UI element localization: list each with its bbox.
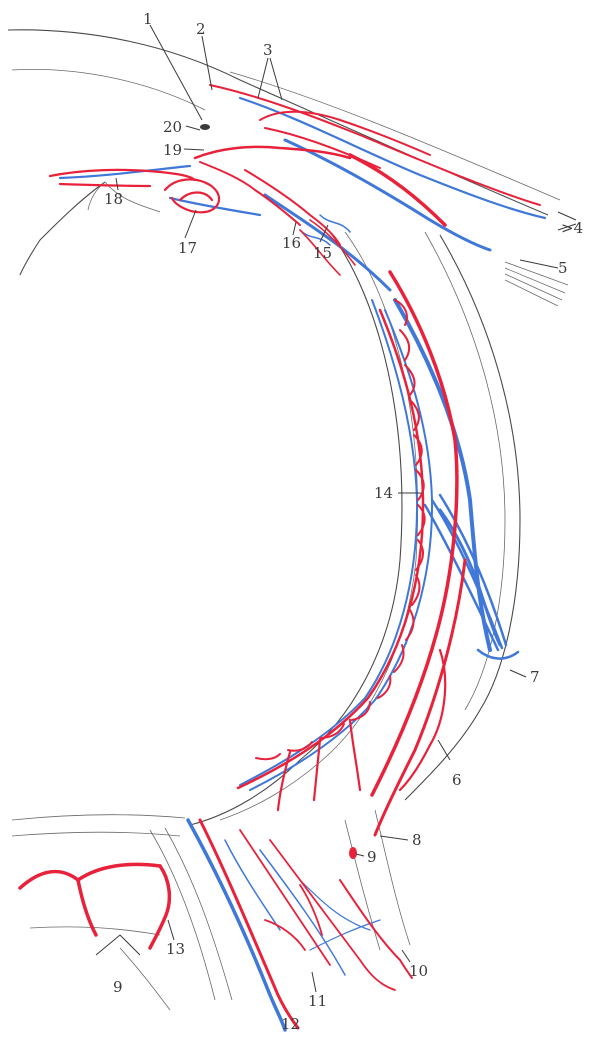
label-6: 6 xyxy=(452,771,462,789)
leader-20 xyxy=(186,126,200,130)
artery-orbital-left xyxy=(20,864,160,935)
lens-outline xyxy=(20,182,105,275)
artery-retinal-branches xyxy=(278,720,360,810)
label-18: 18 xyxy=(104,190,123,208)
leader-9a xyxy=(356,854,364,856)
vein-central-retinal xyxy=(188,820,285,1030)
label-9-upper: 9 xyxy=(367,848,377,866)
label-10: 10 xyxy=(409,962,428,980)
leader-19 xyxy=(184,149,204,150)
leader-11 xyxy=(312,972,316,992)
label-1: 1 xyxy=(143,10,153,28)
leader-13 xyxy=(168,920,174,940)
label-2: 2 xyxy=(196,20,206,38)
orbital-outline xyxy=(12,815,185,836)
label-3: 3 xyxy=(263,41,273,59)
artery-nerve-sheath xyxy=(340,880,412,978)
vein-retinal xyxy=(240,300,417,785)
leader-18 xyxy=(116,178,118,190)
leader-5 xyxy=(520,260,558,268)
artery-choriocapillaris-chain xyxy=(256,300,425,759)
vein-iris xyxy=(60,166,260,215)
cornea-outer-outline xyxy=(8,30,548,215)
vessel-cross-section-marker xyxy=(349,847,357,859)
artery-major-arterial-circle xyxy=(195,147,350,158)
retina-mid-outline xyxy=(220,232,418,820)
label-17: 17 xyxy=(178,239,197,257)
label-14: 14 xyxy=(374,484,393,502)
leader-9b xyxy=(96,935,140,955)
leader-17 xyxy=(185,210,196,238)
label-7: 7 xyxy=(530,668,540,686)
label-8: 8 xyxy=(412,831,422,849)
label-15: 15 xyxy=(313,244,332,262)
vein-conjunctival xyxy=(240,98,545,218)
label-4: >4 xyxy=(561,219,583,237)
artery-orbital-right xyxy=(150,866,169,948)
canal-dot-marker xyxy=(200,124,210,130)
label-5: 5 xyxy=(558,259,568,277)
artery-central-retinal xyxy=(200,820,298,1028)
artery-long-posterior-ciliary xyxy=(372,272,457,795)
number-labels: 1 2 3 >4 5 6 7 8 9 9 10 11 12 13 14 15 1… xyxy=(104,10,583,1033)
cornea-inner-outline xyxy=(12,69,205,110)
vein-ciliary-capillaries xyxy=(300,215,350,245)
leader-7 xyxy=(510,670,526,677)
label-12: 12 xyxy=(281,1015,300,1033)
leader-2 xyxy=(202,36,212,90)
artery-choroid-inner xyxy=(238,310,423,788)
leader-10 xyxy=(402,950,410,962)
label-20: 20 xyxy=(163,118,182,136)
leader-6 xyxy=(438,740,450,760)
leader-8 xyxy=(380,836,408,840)
retina-inner-outline xyxy=(190,232,402,825)
label-9-lower: 9 xyxy=(113,978,123,996)
vein-vortex-ampulla xyxy=(478,650,518,659)
lower-orbit-lines xyxy=(30,927,170,1010)
leader-lines xyxy=(96,25,576,992)
leader-1 xyxy=(150,25,202,120)
label-13: 13 xyxy=(166,940,185,958)
nerve-outline-left xyxy=(150,828,232,1000)
label-16: 16 xyxy=(282,234,301,252)
label-11: 11 xyxy=(308,992,327,1010)
label-19: 19 xyxy=(163,141,182,159)
vein-episcleral xyxy=(285,140,490,250)
